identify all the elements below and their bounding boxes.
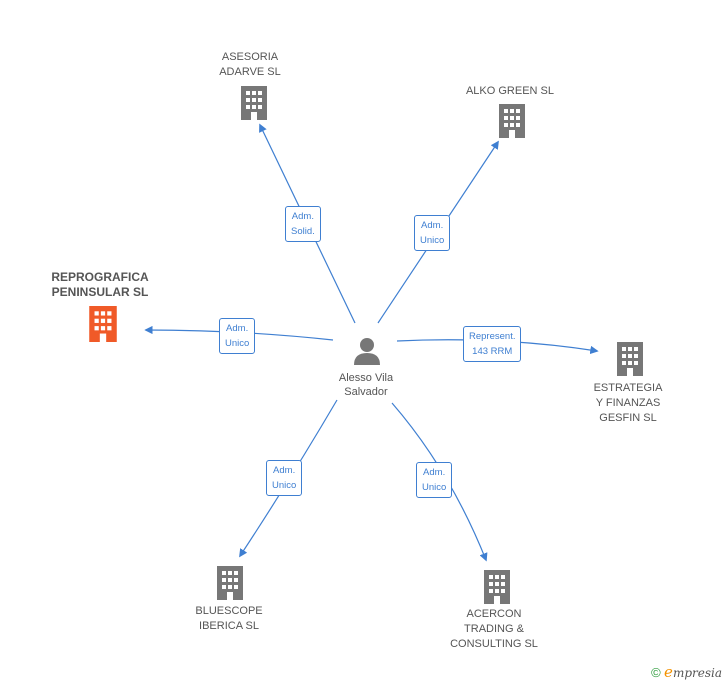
node-label-alko[interactable]: ALKO GREEN SL: [465, 85, 555, 97]
edge-label-estrategia: Represent. 143 RRM: [463, 326, 522, 362]
edge-label-acercon: Adm. Unico: [416, 462, 453, 498]
brand-footer: © empresia: [651, 663, 722, 681]
node-label-acercon[interactable]: ACERCON TRADING & CONSULTING SL: [450, 608, 538, 650]
empresia-logo-text: mpresia: [672, 666, 722, 680]
empresia-logo-e: e: [664, 663, 673, 681]
copyright-symbol: ©: [651, 665, 661, 680]
edge-label-reprografica: Adm. Unico: [219, 318, 256, 354]
node-label-estrategia[interactable]: ESTRATEGIA Y FINANZAS GESFIN SL: [593, 382, 663, 424]
building-icon[interactable]: [614, 342, 646, 376]
building-icon[interactable]: [86, 306, 120, 342]
building-icon[interactable]: [496, 104, 528, 138]
node-label-asesoria[interactable]: ASESORIA ADARVE SL: [219, 51, 281, 78]
person-icon[interactable]: [351, 335, 383, 367]
edge-label-bluescope: Adm. Unico: [266, 460, 303, 496]
node-label-reprografica[interactable]: REPROGRAFICA PENINSULAR SL: [51, 270, 149, 299]
building-icon[interactable]: [214, 566, 246, 600]
building-icon[interactable]: [481, 570, 513, 604]
edge-label-asesoria: Adm. Solid.: [285, 206, 321, 242]
edge-label-alko: Adm. Unico: [414, 215, 451, 251]
building-icon[interactable]: [238, 86, 270, 120]
node-label-bluescope[interactable]: BLUESCOPE IBERICA SL: [195, 605, 263, 632]
center-person-label[interactable]: Alesso Vila Salvador: [338, 372, 394, 398]
